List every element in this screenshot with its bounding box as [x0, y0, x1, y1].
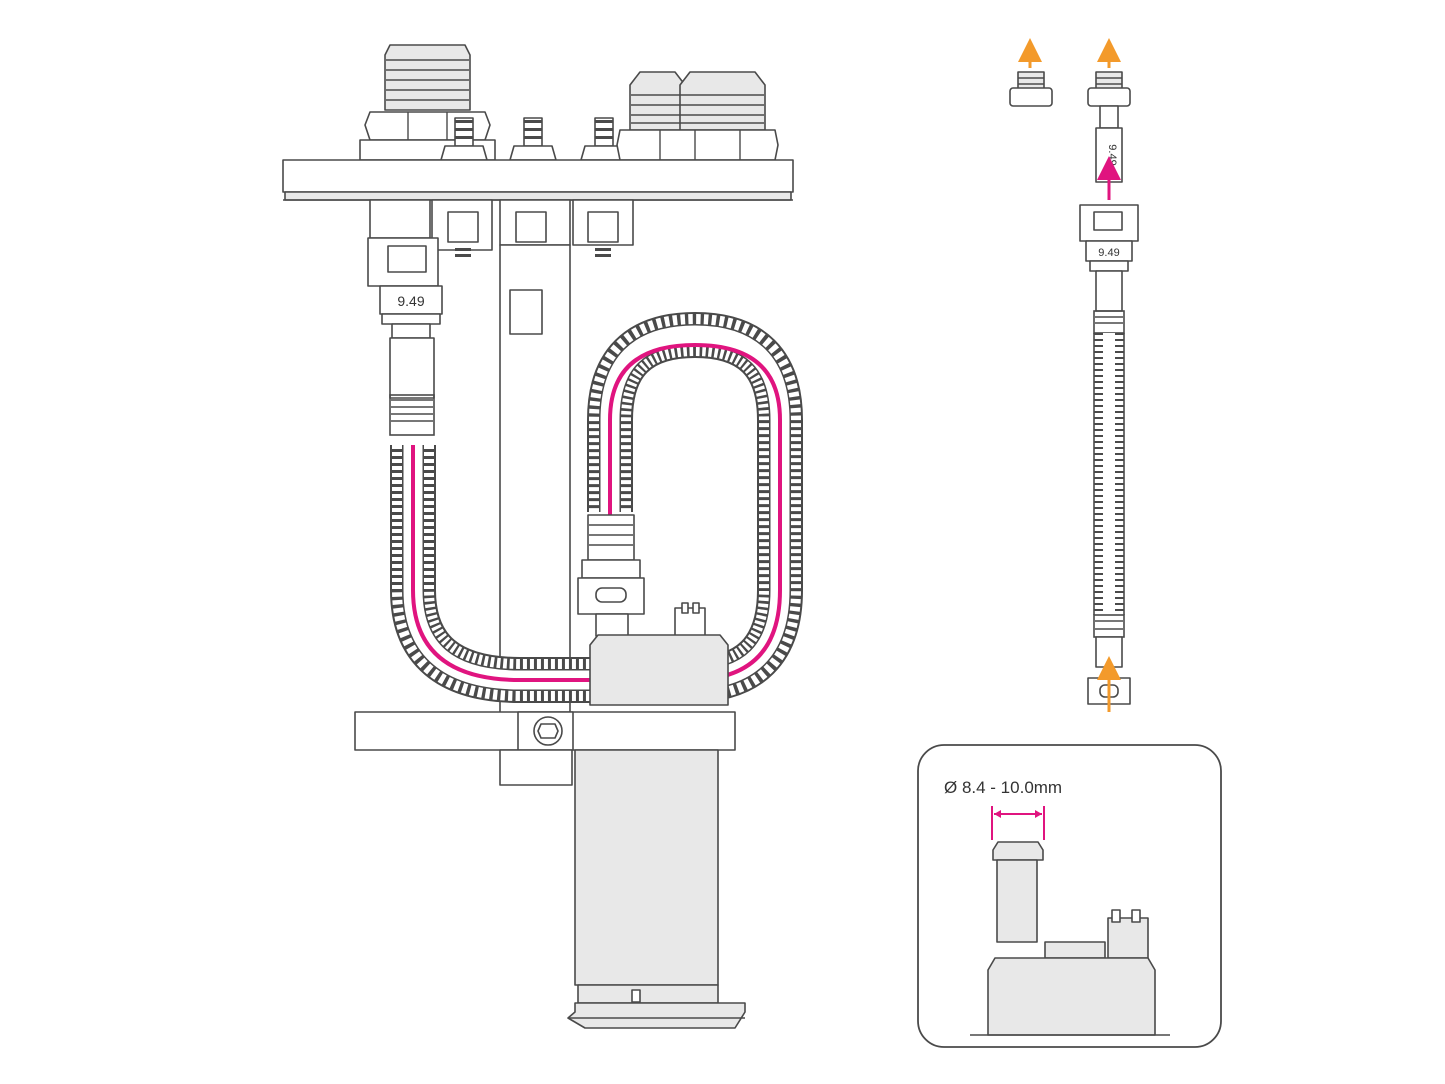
hose-size-label-detail: 9.49	[1098, 247, 1119, 259]
return-fittings	[616, 71, 779, 161]
fuel-path-line	[411, 342, 782, 682]
lower-bracket	[354, 711, 736, 786]
under-plate-fittings	[369, 199, 634, 257]
large-an-fitting	[359, 44, 496, 161]
detail-hose-assembly: 9.49	[1079, 204, 1139, 668]
hose-size-label: 9.49	[397, 293, 424, 309]
pump-head	[589, 634, 729, 706]
outlet-quick-connect: 9.49	[367, 237, 443, 436]
pump-body	[567, 749, 746, 1029]
detail-pump-connector	[1087, 656, 1131, 712]
inlet-diameter-label: Ø 8.4 - 10.0mm	[944, 778, 1062, 797]
inlet-diameter-inset: Ø 8.4 - 10.0mm	[917, 744, 1222, 1048]
exploded-detail: 9.49 9.49	[1009, 38, 1139, 712]
pump-hanger-assembly: 9.49	[282, 44, 803, 1029]
electrical-stud-2	[509, 117, 557, 161]
adapter-fitting: 9.49	[1087, 38, 1131, 200]
top-plate	[282, 159, 794, 201]
pump-quick-connect	[577, 514, 645, 637]
electrical-stud-1	[440, 117, 488, 161]
cap-plug-left	[1009, 38, 1053, 107]
inset-pump-head	[970, 841, 1170, 1036]
hose-size-label-rotated: 9.49	[1106, 144, 1118, 165]
hanger-bracket	[499, 244, 571, 716]
